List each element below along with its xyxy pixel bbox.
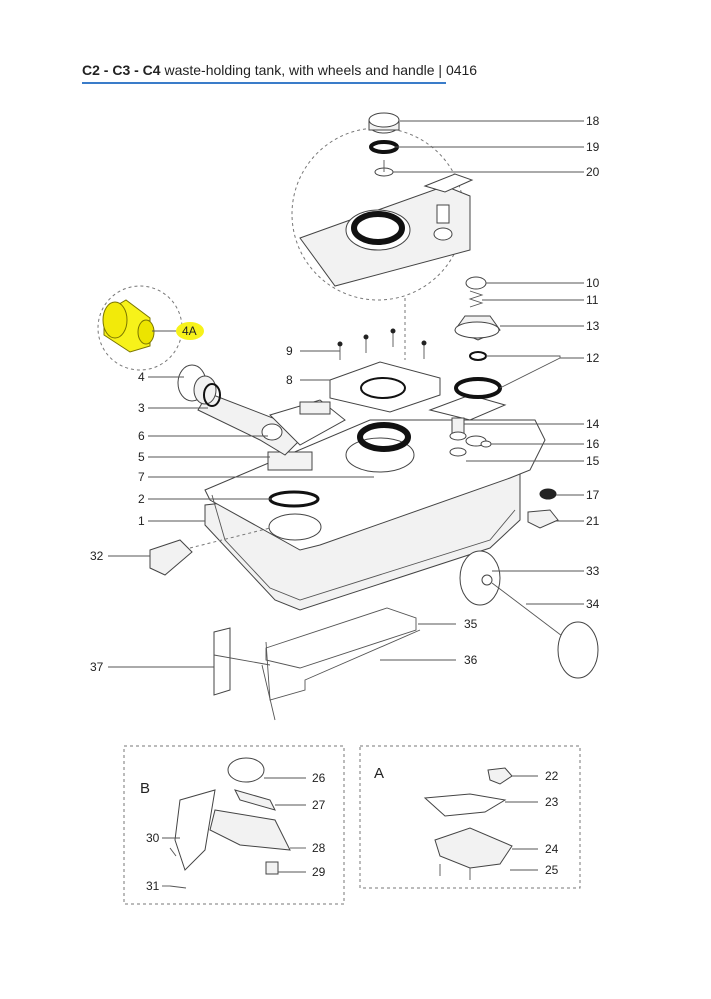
callout-25: 25 [545,863,559,877]
part-30-screw [169,847,177,857]
callout-26: 26 [312,771,326,785]
callout-24: 24 [545,842,559,856]
callout-9: 9 [286,344,293,358]
part-4a-highlighted-cap [102,299,155,353]
callout-35: 35 [464,617,478,631]
part-36-handle-frame [265,629,421,701]
callout-2: 2 [138,492,145,506]
title-code: 0416 [445,62,478,78]
part-30-housing [174,789,216,871]
callout-11: 11 [586,293,599,307]
part-12-o-ring [469,351,487,361]
callout-21: 21 [586,514,600,528]
part-22-clip [487,767,513,785]
part-13-valve-housing [454,315,501,341]
callout-17: 17 [586,488,600,502]
callout-7: 7 [138,470,145,484]
callout-27: 27 [312,798,326,812]
part-21-clip [527,509,559,529]
part-28-frame [209,809,291,851]
part-16-plug [480,440,492,448]
part-10-button [465,276,487,290]
callout-37: 37 [90,660,104,674]
part-4-cap [177,364,221,407]
callout-5: 5 [138,450,145,464]
callout-4a-highlight [176,322,204,340]
part-24-frame [434,827,513,869]
callout-3: 3 [138,401,145,415]
callout-6: 6 [138,429,145,443]
part-11-spring [468,290,484,308]
callout-20: 20 [586,165,600,179]
title-description: waste-holding tank, with wheels and hand… [164,62,435,78]
callout-32: 32 [90,549,104,563]
callout-15: 15 [586,454,600,468]
callout-31: 31 [146,879,160,893]
part-7-ring [357,422,411,452]
part-33-wheel [459,550,501,606]
part-20-valve [374,160,394,177]
detail-tank-top [299,173,474,287]
callout-leader-lines [108,120,584,668]
part-23-flap [423,793,507,817]
callout-18: 18 [586,114,600,128]
callout-29: 29 [312,865,326,879]
part-6-elbow [261,423,283,441]
callout-28: 28 [312,841,326,855]
part-29-clip [265,861,279,875]
part-27-lever [234,789,276,811]
callout-33: 33 [586,564,600,578]
callout-12: 12 [586,351,600,365]
part-17-knob [539,488,557,500]
part-19-seal [369,140,399,154]
part-32-guide [189,527,271,549]
panel-b-frame [123,745,345,905]
callout-22: 22 [545,769,559,783]
part-9-screws [337,328,427,360]
part-32-bracket [149,539,193,576]
callout-34: 34 [586,597,600,611]
part-18-cap [368,112,400,134]
panel-b-letter: B [140,780,150,797]
callout-1: 1 [138,514,145,528]
callout-4: 4 [138,370,145,384]
callout-19: 19 [586,140,600,154]
callout-4a: 4A [182,324,197,338]
part-5-neck [267,451,313,471]
panel-a-letter: A [374,765,384,782]
callout-23: 23 [545,795,559,809]
callout-36: 36 [464,653,478,667]
part-8-plate [329,361,441,413]
part-26-cover [227,757,265,783]
callout-13: 13 [586,319,600,333]
page-title: C2 - C3 - C4 waste-holding tank, with wh… [82,62,477,84]
panel-a-frame [359,745,581,889]
title-models: C2 - C3 - C4 [82,62,161,78]
part-35-handle-top [265,607,417,669]
part-34-axle [491,582,571,643]
callout-10: 10 [586,276,600,290]
part-37-handle-grip [213,627,231,696]
callout-14: 14 [586,417,600,431]
title-separator: | [438,62,443,78]
callout-8: 8 [286,373,293,387]
callout-16: 16 [586,437,600,451]
part-12-seal-ring [454,377,502,399]
part-15-washer [449,447,467,457]
part-14-valve-stem [449,417,467,441]
callout-30: 30 [146,831,160,845]
part-31-screw [169,885,187,889]
part-33-wheel-right [557,621,599,679]
